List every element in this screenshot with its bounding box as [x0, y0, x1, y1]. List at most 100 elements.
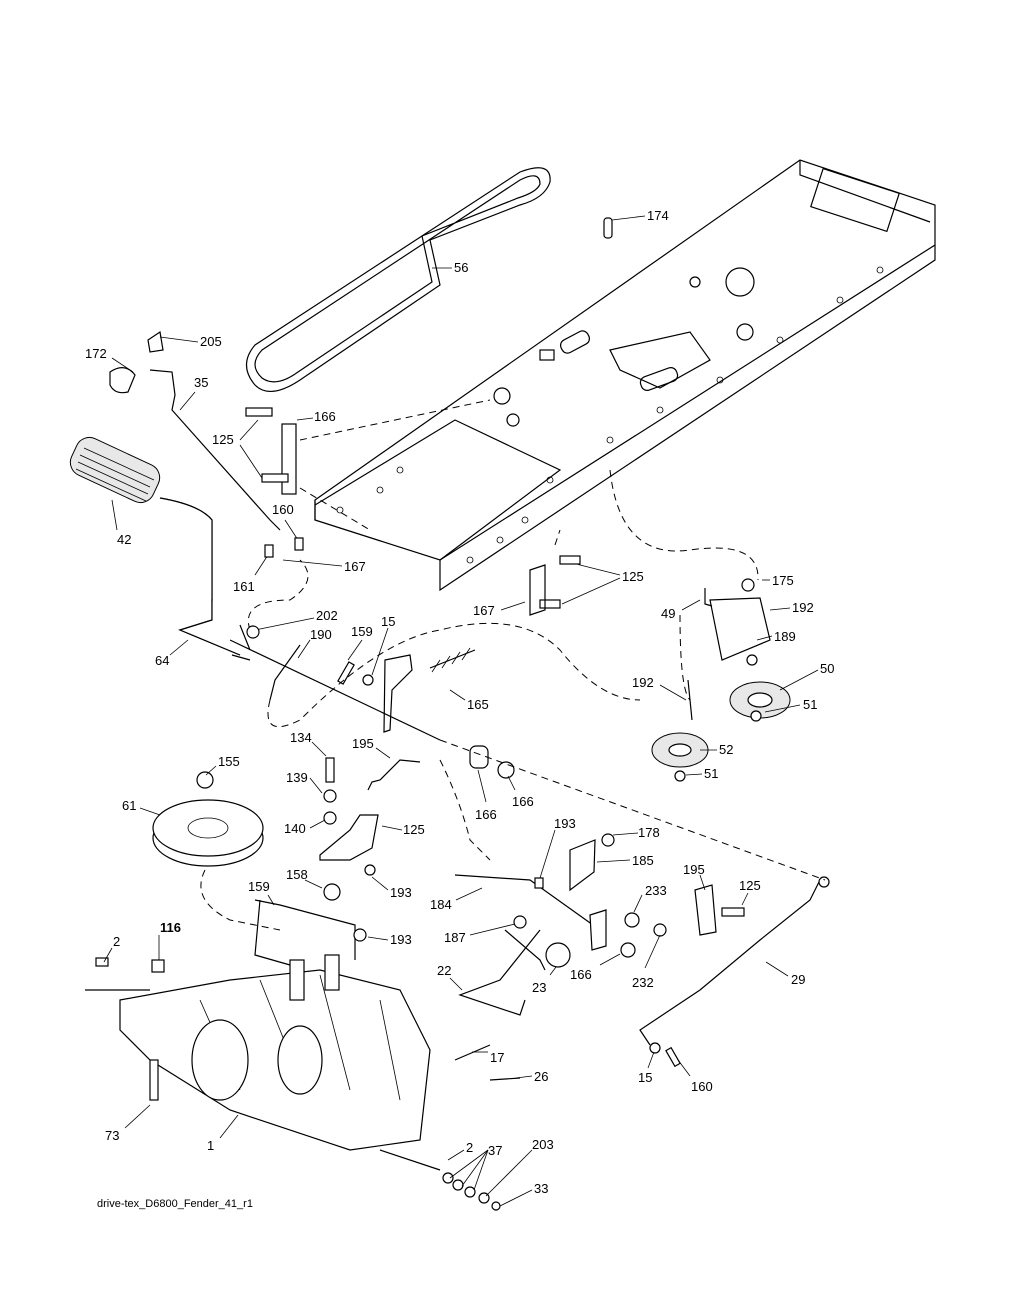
svg-text:64: 64: [155, 653, 169, 668]
svg-text:125: 125: [212, 432, 234, 447]
transmission: [85, 899, 501, 1211]
callout-134: 125: [381, 822, 425, 837]
callout-51b: 51: [685, 766, 718, 781]
svg-text:1: 1: [207, 1138, 214, 1153]
svg-text:205: 205: [200, 334, 222, 349]
callout-233: 233: [633, 883, 667, 913]
callout-188: 190: [297, 627, 332, 659]
long-rod: [639, 876, 830, 1068]
svg-text:23: 23: [532, 980, 546, 995]
svg-text:165: 165: [467, 697, 489, 712]
brackets: [319, 757, 421, 901]
svg-text:185: 185: [632, 853, 654, 868]
svg-text:125: 125: [739, 878, 761, 893]
svg-text:166: 166: [512, 794, 534, 809]
callout-232: 232: [632, 934, 661, 990]
callout-2a: 2: [103, 934, 120, 963]
callout-193: 193: [367, 932, 412, 947]
svg-text:192: 192: [632, 675, 654, 690]
callout-141: 140: [284, 819, 326, 836]
callout-125c: 125: [721, 878, 761, 917]
callout-158: 159: [248, 879, 275, 906]
svg-text:192: 192: [792, 600, 814, 615]
callout-1: 1: [207, 1114, 239, 1153]
frame: [314, 159, 936, 592]
callout-139: 134: [290, 730, 327, 757]
svg-text:203: 203: [532, 1137, 554, 1152]
svg-text:167: 167: [473, 603, 495, 618]
callout-187: 189: [756, 629, 796, 644]
dashed-leader-paths: [200, 399, 826, 931]
callout-labels: 56 174 205 172 35 166 125 42 160 161 167…: [85, 208, 834, 1207]
svg-text:15: 15: [638, 1070, 652, 1085]
svg-text:22: 22: [437, 963, 451, 978]
callout-161: 165: [449, 689, 489, 712]
svg-text:184: 184: [430, 897, 452, 912]
callout-56: 56: [432, 260, 468, 275]
callout-186: 175: [762, 573, 794, 588]
svg-text:52: 52: [719, 742, 733, 757]
svg-text:160: 160: [691, 1079, 713, 1094]
svg-text:50: 50: [820, 661, 834, 676]
callout-172a: 166: [281, 409, 336, 495]
callout-37: 37: [449, 1143, 502, 1191]
callout-52: 52: [700, 742, 733, 757]
callout-190: 192: [632, 675, 693, 721]
svg-text:159: 159: [248, 879, 270, 894]
callout-160b: 161: [233, 544, 274, 594]
callout-35: 35: [179, 375, 208, 411]
callout-157: 158: [286, 867, 323, 889]
svg-text:190: 190: [310, 627, 332, 642]
callout-166a: 166: [507, 775, 534, 809]
svg-text:42: 42: [117, 532, 131, 547]
cross-shaft: [229, 624, 515, 779]
callout-49: 49: [661, 599, 701, 621]
callout-33: 33: [499, 1181, 548, 1207]
callout-221: 205: [159, 334, 222, 349]
callout-116: 116: [158, 920, 181, 960]
diagram-caption: drive-tex_D6800_Fender_41_r1: [97, 1198, 253, 1210]
callout-203: 202: [246, 608, 338, 639]
svg-text:166: 166: [314, 409, 336, 424]
callout-176: 185: [596, 853, 654, 868]
drive-belt: [245, 167, 551, 392]
svg-text:160: 160: [272, 502, 294, 517]
callout-42: 42: [111, 499, 131, 547]
callout-189: 192: [769, 600, 814, 615]
svg-text:56: 56: [454, 260, 468, 275]
svg-text:29: 29: [791, 972, 805, 987]
svg-text:125: 125: [622, 569, 644, 584]
svg-text:172: 172: [85, 346, 107, 361]
callout-155: 155: [205, 754, 240, 776]
callout-192b: 193: [371, 876, 412, 900]
callout-73: 73: [105, 1104, 151, 1143]
svg-text:175: 175: [772, 573, 794, 588]
svg-text:2: 2: [466, 1140, 473, 1155]
svg-text:189: 189: [774, 629, 796, 644]
svg-text:49: 49: [661, 606, 675, 621]
callout-61: 61: [122, 798, 161, 816]
callout-125b: 125: [539, 555, 644, 609]
callout-174: 178: [612, 825, 660, 840]
callout-166b: 166: [570, 953, 621, 982]
pedal-assembly: [69, 330, 281, 656]
svg-text:125: 125: [403, 822, 425, 837]
callout-160a: 160: [272, 502, 304, 551]
svg-text:158: 158: [286, 867, 308, 882]
svg-text:166: 166: [475, 807, 497, 822]
svg-text:178: 178: [638, 825, 660, 840]
callout-192a: 193: [539, 816, 576, 879]
svg-text:193: 193: [554, 816, 576, 831]
callout-140: 139: [286, 770, 323, 794]
svg-text:193: 193: [390, 885, 412, 900]
transmission-pulley: [152, 771, 264, 867]
callout-17: 17: [472, 1050, 504, 1065]
callout-178: 187: [444, 923, 516, 945]
callout-51a: 51: [764, 697, 817, 713]
svg-text:51: 51: [704, 766, 718, 781]
callout-15a: 15: [371, 614, 395, 676]
callout-23: 23: [532, 966, 557, 995]
svg-text:161: 161: [233, 579, 255, 594]
svg-text:232: 232: [632, 975, 654, 990]
svg-text:17: 17: [490, 1050, 504, 1065]
